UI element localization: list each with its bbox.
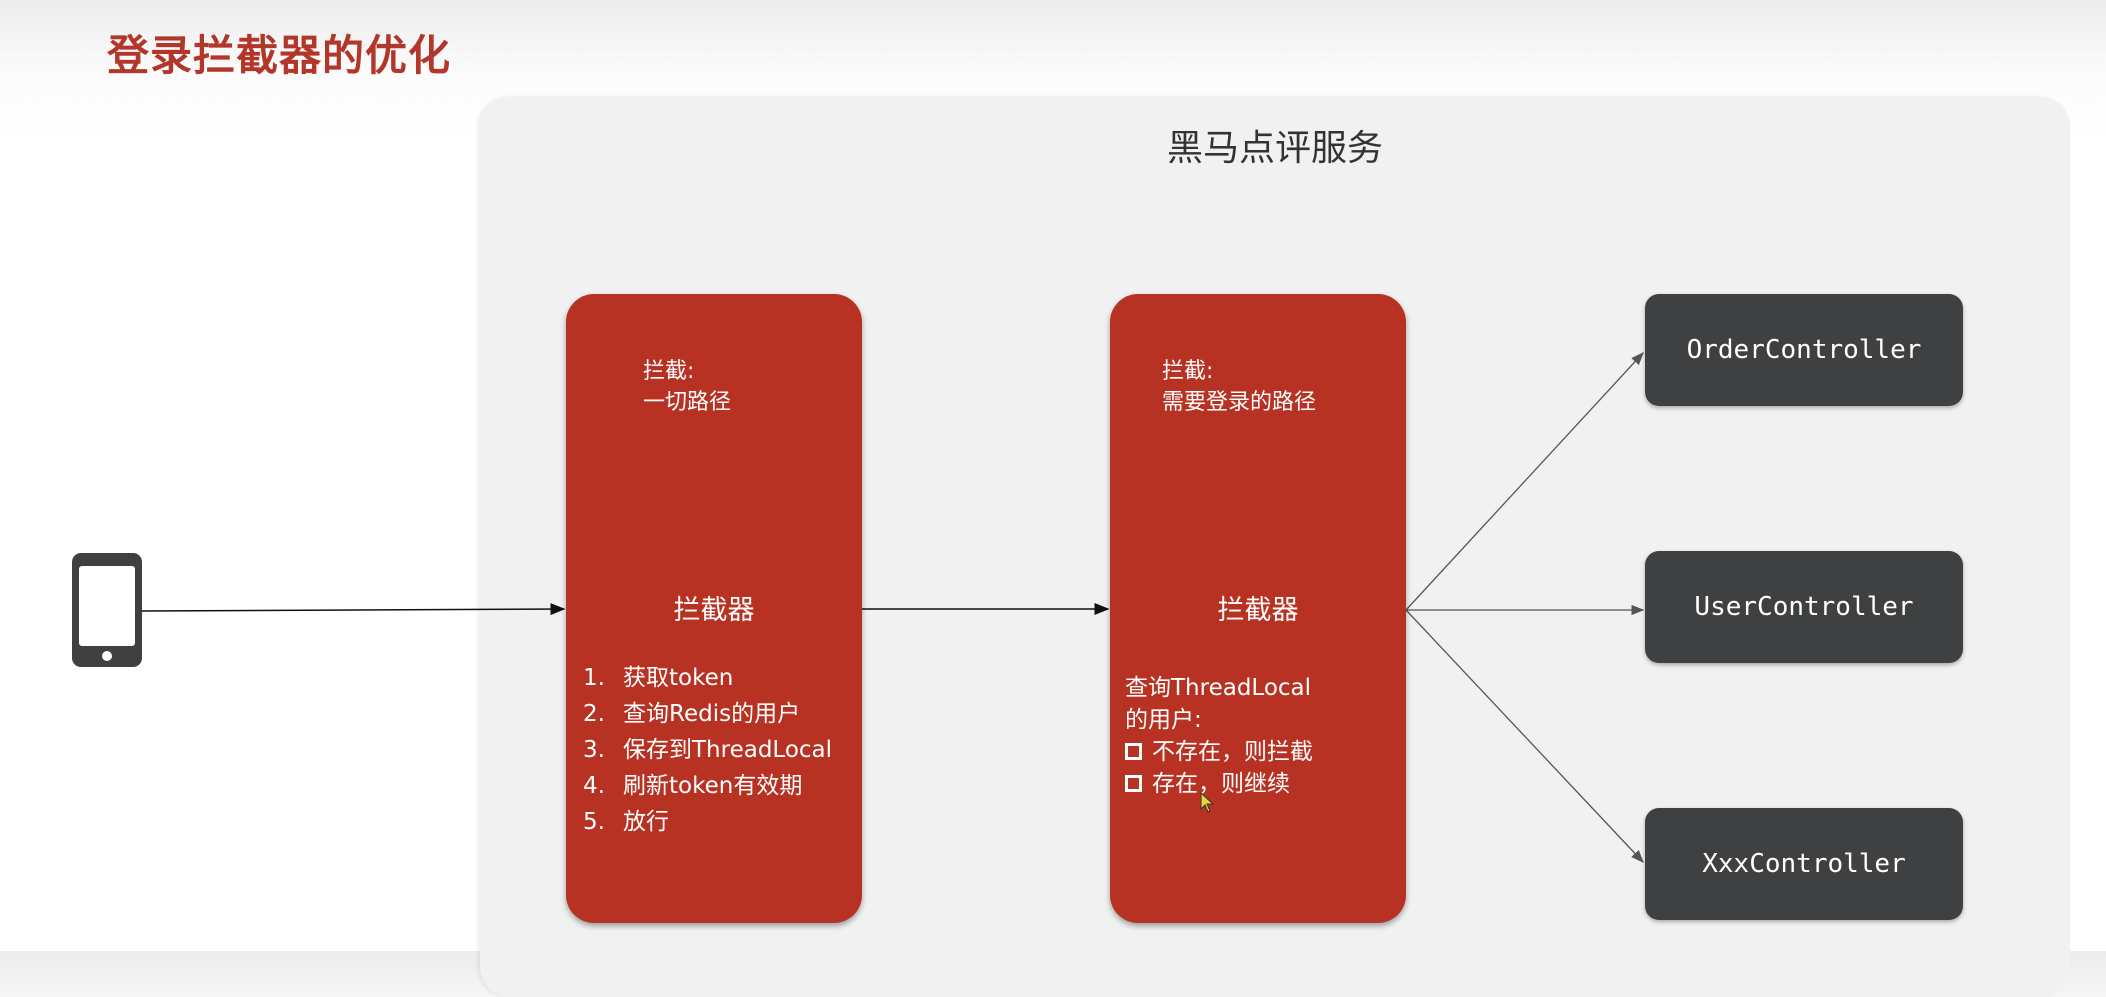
step-list: 1.获取token 2.查询Redis的用户 3.保存到ThreadLocal …: [583, 660, 832, 840]
arrow-phone-to-interceptor1: [141, 603, 566, 616]
page-title: 登录拦截器的优化: [107, 31, 452, 80]
xxx-controller: XxxController: [1645, 808, 1963, 920]
desc-line: 的用户:: [1125, 707, 1202, 733]
service-title: 黑马点评服务: [1166, 128, 1383, 169]
list-item: 5.放行: [583, 809, 669, 835]
list-item: 3.保存到ThreadLocal: [583, 737, 833, 763]
interceptor-login-paths: 拦截: 需要登录的路径 拦截器 查询ThreadLocal 的用户: 不存在，则…: [1110, 294, 1406, 923]
scope-label: 拦截:: [643, 359, 695, 384]
phone-icon: [72, 553, 142, 667]
user-controller: UserController: [1645, 551, 1963, 663]
arrow-to-order-controller: [1405, 352, 1644, 611]
connector-arrows: [141, 352, 1645, 863]
interceptor-all-paths: 拦截: 一切路径 拦截器 1.获取token 2.查询Redis的用户 3.保存…: [566, 294, 862, 923]
list-item: 4.刷新token有效期: [583, 773, 803, 799]
interceptor-name: 拦截器: [1217, 595, 1299, 626]
desc-line: 查询ThreadLocal: [1125, 675, 1312, 701]
scope-label: 拦截:: [1162, 359, 1214, 384]
checkbox-icon: [1125, 743, 1142, 760]
interceptor-name: 拦截器: [673, 595, 755, 626]
mouse-cursor-icon: [1200, 792, 1215, 813]
scope-value: 一切路径: [643, 390, 732, 415]
list-item: 2.查询Redis的用户: [583, 701, 801, 727]
arrow-to-xxx-controller: [1405, 609, 1644, 863]
list-item: 1.获取token: [583, 665, 734, 691]
option-item: 不存在，则拦截: [1125, 736, 1313, 768]
order-controller: OrderController: [1645, 294, 1963, 406]
checkbox-icon: [1125, 775, 1142, 792]
scope-value: 需要登录的路径: [1162, 390, 1317, 415]
option-item: 存在，则继续: [1125, 768, 1313, 800]
